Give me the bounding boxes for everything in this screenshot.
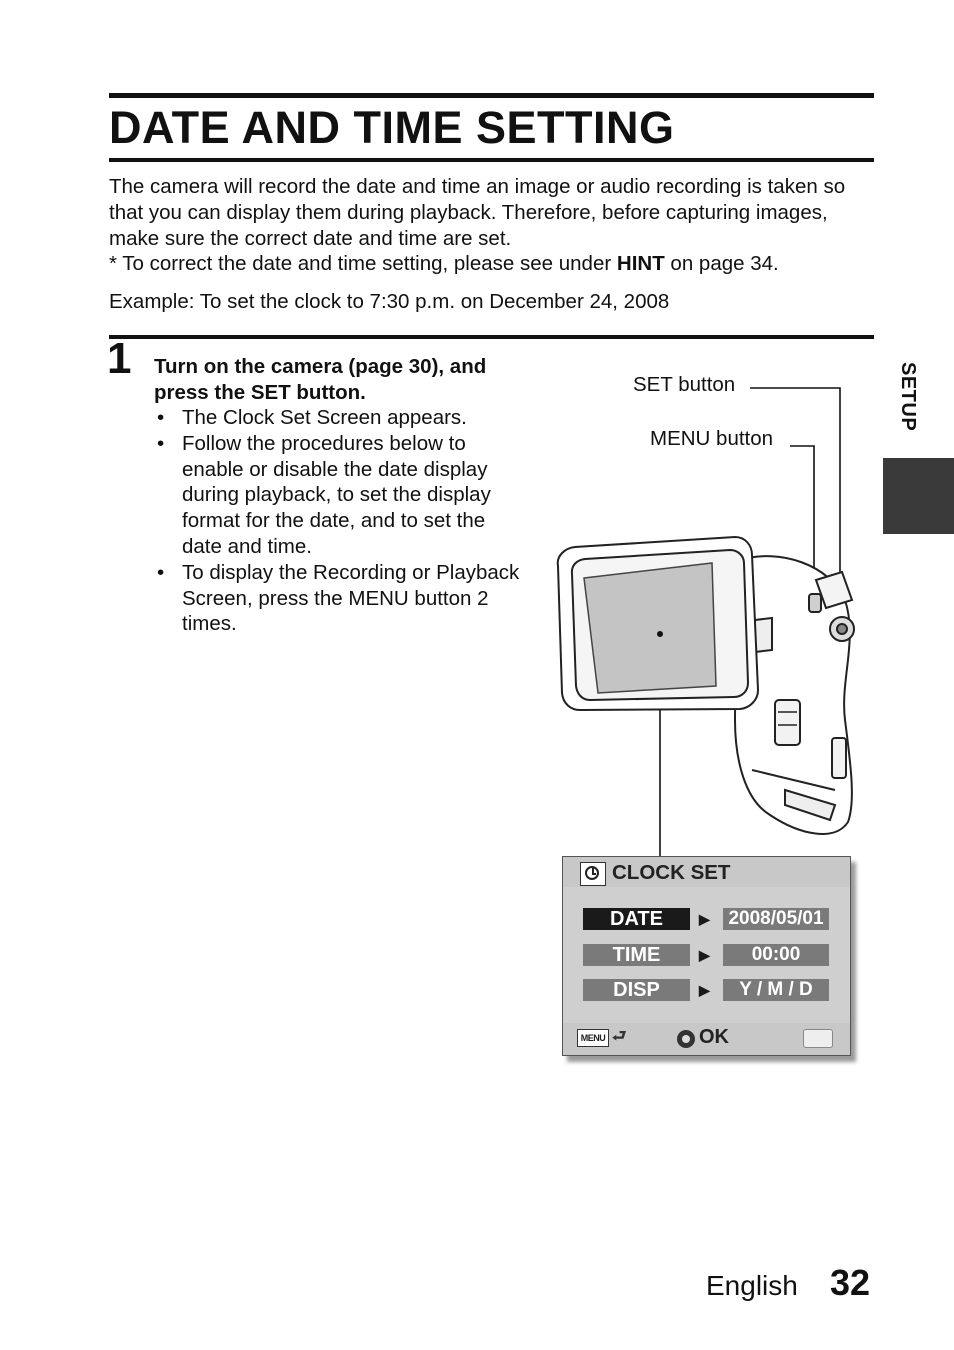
intro-text: The camera will record the date and time… [109,174,869,277]
screen-footer: MENU ⮐ OK [563,1023,850,1055]
time-row-value: 00:00 [723,944,829,966]
battery-icon [803,1029,833,1048]
bullet-item: •Follow the procedures below to enable o… [157,431,491,558]
intro-note: * To correct the date and time setting, … [109,251,869,277]
step-number: 1 [107,334,132,383]
page-number: 32 [830,1262,871,1303]
setup-side-tab-block [883,458,954,534]
bullet-item: •To display the Recording or Playback Sc… [157,560,520,636]
date-row-value: 2008/05/01 [723,908,829,930]
clock-set-screen: CLOCK SET DATE ▶ 2008/05/01 TIME ▶ 00:00… [562,856,851,1056]
right-arrow-icon: ▶ [699,947,710,963]
step-bullets: •The Clock Set Screen appears. •Follow t… [154,405,524,637]
intro-note-hint: HINT [616,252,665,276]
example-text: Example: To set the clock to 7:30 p.m. o… [109,290,670,313]
camera-lcd-panel [556,535,760,712]
page-title: DATE AND TIME SETTING [109,102,675,153]
camera-body [733,555,855,835]
menu-button-callout: MENU button [650,427,774,450]
time-row-label: TIME [583,944,690,966]
disp-row-value: Y / M / D [723,979,829,1001]
step-heading: Turn on the camera (page 30), and press … [154,355,487,404]
clock-icon [580,862,606,886]
menu-icon: MENU [577,1029,609,1047]
right-arrow-icon: ▶ [699,982,710,998]
right-arrow-icon: ▶ [699,911,710,927]
joystick-icon [677,1030,695,1048]
footer-language: English [706,1270,798,1301]
top-rule [109,93,874,98]
set-button-leader-line [750,387,841,628]
clock-set-title: CLOCK SET [612,861,731,884]
bullet-text: Follow the procedures below to enable or… [182,431,491,558]
date-row-label: DATE [583,908,690,930]
intro-note-suffix: on page 34. [664,252,779,276]
return-icon: ⮐ [612,1028,627,1045]
bullet-text: To display the Recording or Playback Scr… [182,560,520,636]
step-rule [109,335,874,339]
bullet-text: The Clock Set Screen appears. [182,406,467,429]
disp-row-label: DISP [583,979,690,1001]
menu-button-leader-line [790,445,815,603]
title-rule [109,158,874,162]
set-button-callout: SET button [633,373,736,396]
ok-label: OK [699,1026,729,1048]
intro-paragraph: The camera will record the date and time… [109,175,846,250]
setup-side-tab-label: SETUP [897,362,919,432]
bullet-item: •The Clock Set Screen appears. [157,406,467,429]
intro-note-prefix: * To correct the date and time setting, … [109,252,617,276]
screen-header: CLOCK SET [563,857,850,887]
